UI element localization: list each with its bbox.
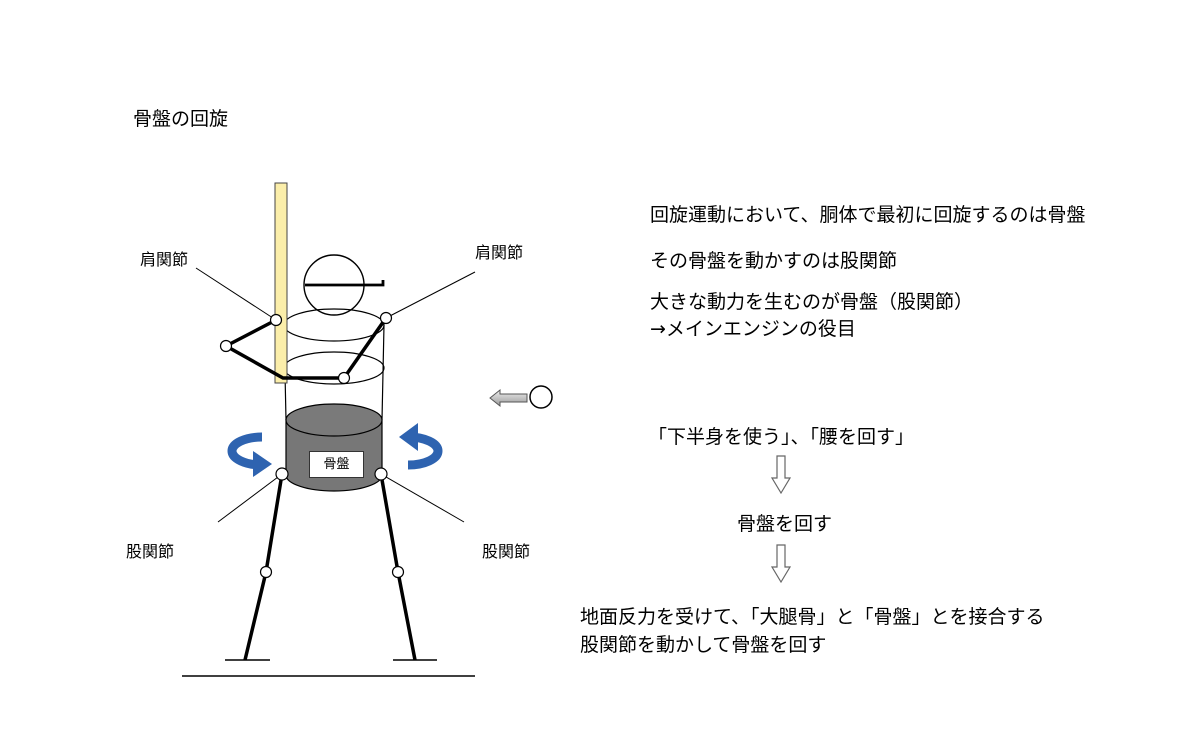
ball [529,385,553,409]
ball-direction-arrow [489,388,528,408]
rotation-arrow-left [227,432,272,477]
down-arrow-2 [770,544,792,584]
left-arm [222,318,344,380]
shoulder-joint-left [269,313,283,327]
leader-hip-left [217,473,283,523]
shoulder-joint-right [379,311,393,325]
knee-joint-left [259,565,273,579]
label-hip-left: 股関節 [126,542,175,561]
page-title: 骨盤の回旋 [133,108,229,130]
elbow-joint-left [219,339,233,353]
flow-step-3-line-2: 股関節を動かして骨盤を回す [580,634,827,656]
down-arrow-1 [770,455,792,495]
cap-brim [305,280,385,287]
label-shoulder-right: 肩関節 [475,243,524,262]
rotation-arrow-right [399,423,443,470]
flow-step-2: 骨盤を回す [737,513,833,535]
right-arm [342,316,388,380]
pelvis-label: 骨盤 [323,457,350,472]
label-shoulder-left: 肩関節 [140,250,189,269]
leader-hip-right [380,473,465,523]
hip-joint-left [275,467,289,481]
note-line-1: 回旋運動において、胴体で最初に回旋するのは骨盤 [650,204,1086,226]
hip-joint-right [374,467,388,481]
note-line-2: その骨盤を動かすのは股関節 [650,250,898,272]
chest-ring [283,308,385,342]
leader-shoulder-left [195,267,277,321]
flow-step-3-line-1: 地面反力を受けて、「大腿骨」と「骨盤」とを接合する [580,606,1045,628]
pelvis-label-box: 骨盤 [309,451,364,478]
note-line-3: 大きな動力を生むのが骨盤（股関節） [650,291,974,313]
knee-joint-right [391,565,405,579]
note-line-4: →メインエンジンの役目 [650,318,856,340]
pelvis-top [285,403,383,437]
flow-step-1: 「下半身を使う」、「腰を回す」 [648,426,915,448]
label-hip-right: 股関節 [482,542,531,561]
bat [274,182,288,384]
leader-shoulder-right [385,271,476,319]
wrist-joint [337,371,351,385]
